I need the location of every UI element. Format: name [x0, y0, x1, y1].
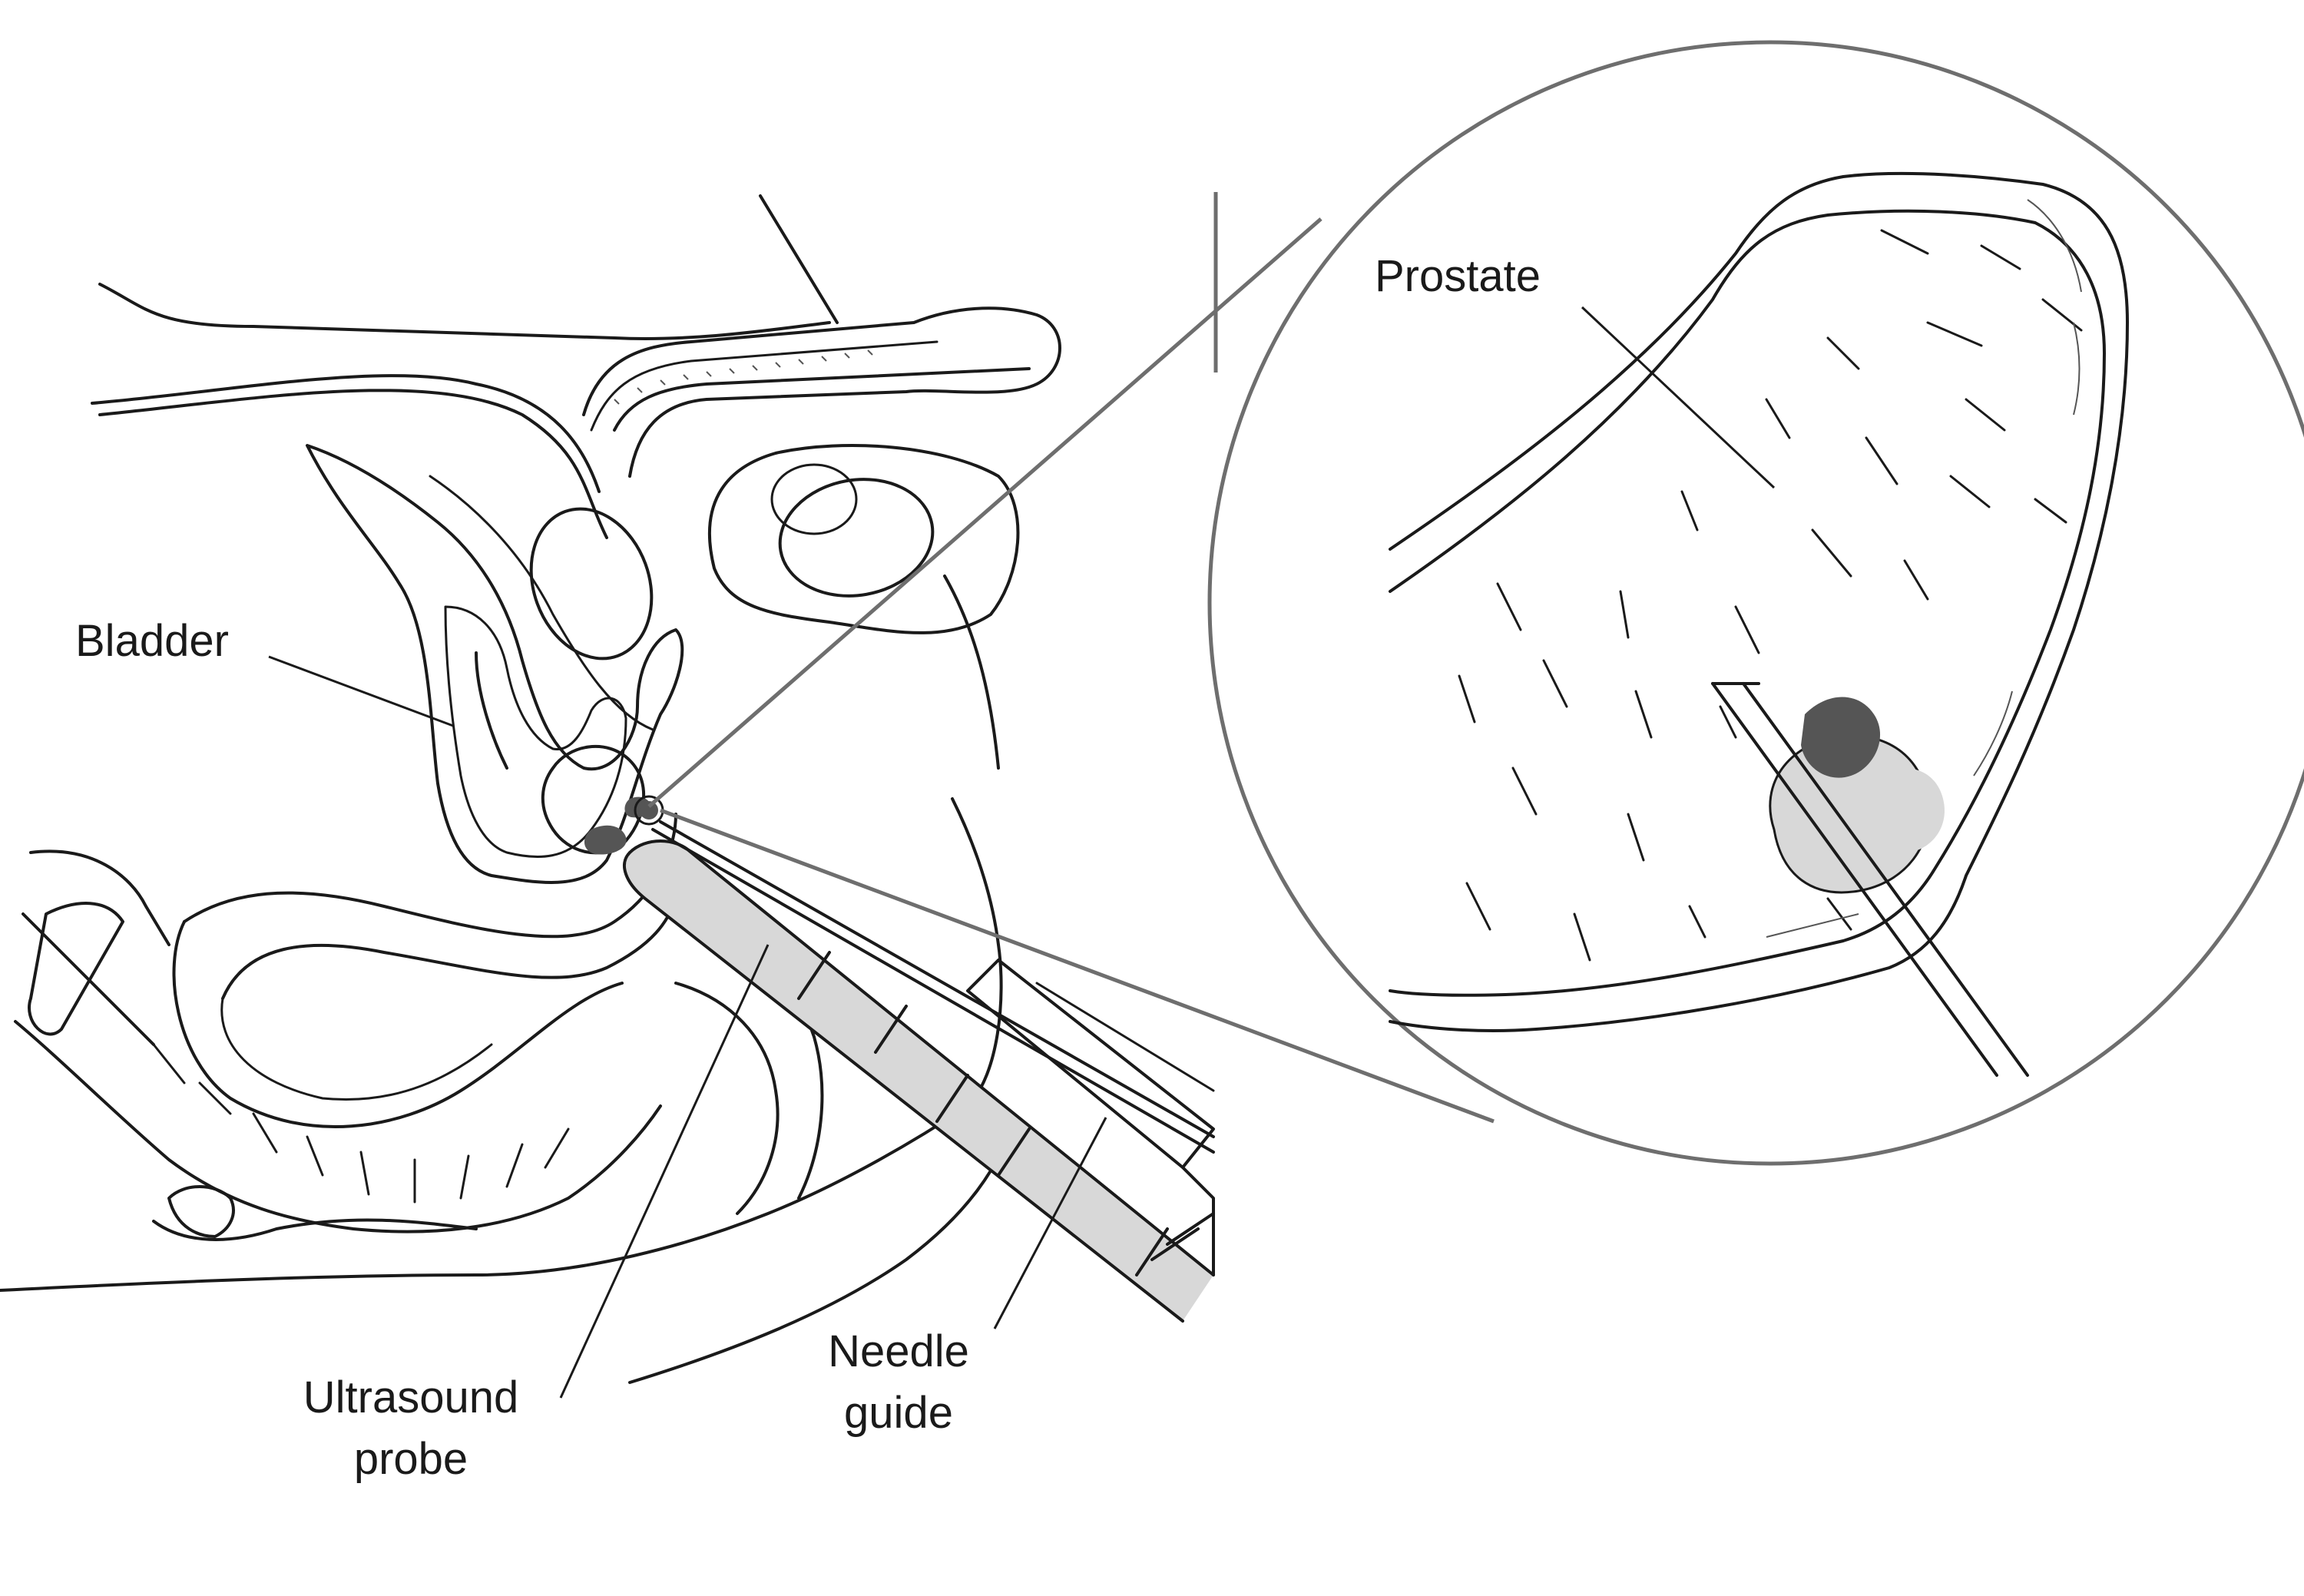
ultrasound-label-line2: probe [353, 1434, 468, 1484]
biopsy-needle [1711, 682, 2029, 1077]
needle-guide-label: Needle guide [799, 1321, 998, 1444]
needle-label-line1: Needle [828, 1326, 969, 1376]
ultrasound-probe-label: Ultrasound probe [269, 1367, 553, 1490]
biopsy-target-point [640, 801, 658, 820]
needle-guide-leader [993, 1117, 1107, 1329]
ultrasound-leader [559, 944, 770, 1399]
pelvic-anatomy [0, 194, 1215, 1384]
leader-lines [268, 306, 1776, 1399]
bladder-leader [268, 655, 454, 727]
prostate-leader [1581, 306, 1776, 489]
prostate-label: Prostate [1375, 251, 1541, 301]
needle-guide [651, 820, 1215, 1154]
magnified-inset [1207, 40, 2304, 1166]
bladder-label: Bladder [75, 616, 229, 666]
needle-label-line2: guide [844, 1388, 953, 1438]
ultrasound-label-line1: Ultrasound [303, 1372, 519, 1422]
magnifier-connectors [647, 192, 1495, 1124]
